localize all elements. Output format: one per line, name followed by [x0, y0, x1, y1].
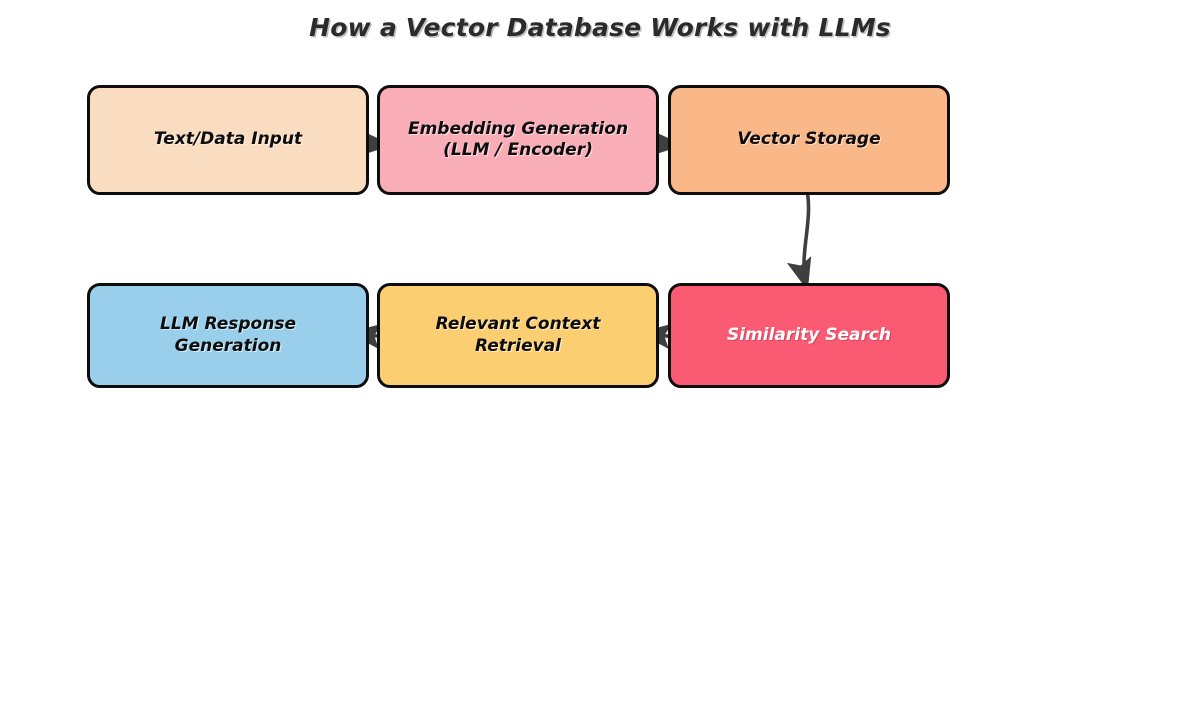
node-vector-storage[interactable]: Vector Storage	[668, 85, 950, 195]
node-similarity-search[interactable]: Similarity Search	[668, 283, 950, 388]
node-llm-response-generation-label: LLM Response Generation	[160, 314, 296, 356]
node-llm-response-generation[interactable]: LLM Response Generation	[87, 283, 369, 388]
node-vector-storage-label: Vector Storage	[737, 129, 881, 150]
node-relevant-context-retrieval-label: Relevant Context Retrieval	[435, 314, 601, 356]
node-text-data-input[interactable]: Text/Data Input	[87, 85, 369, 195]
node-embedding-generation[interactable]: Embedding Generation (LLM / Encoder)	[377, 85, 659, 195]
node-text-data-input-label: Text/Data Input	[153, 129, 303, 150]
edge-storage-to-similarity	[786, 179, 812, 291]
node-relevant-context-retrieval[interactable]: Relevant Context Retrieval	[377, 283, 659, 388]
node-embedding-generation-label: Embedding Generation (LLM / Encoder)	[407, 118, 629, 160]
diagram-title: How a Vector Database Works with LLMs	[309, 13, 891, 42]
node-similarity-search-label: Similarity Search	[726, 324, 892, 345]
